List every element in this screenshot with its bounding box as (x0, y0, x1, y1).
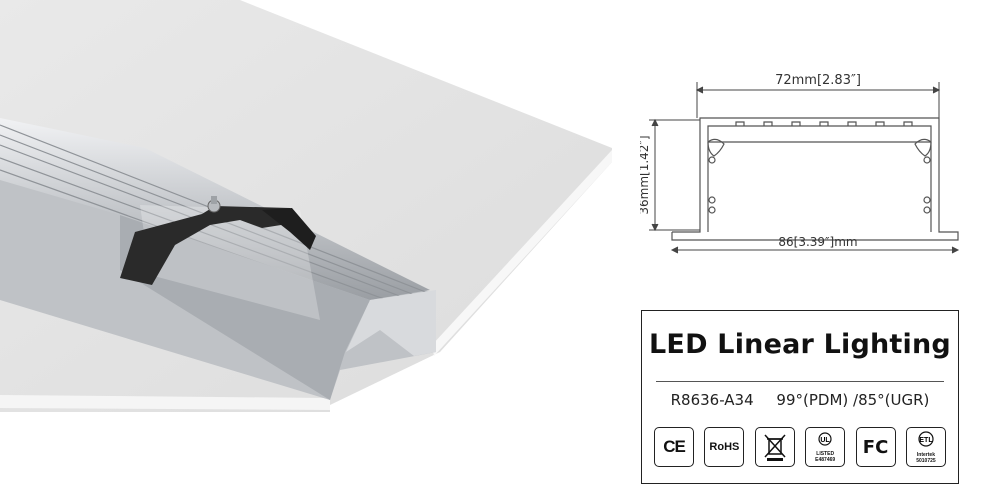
fcc-icon: FC (855, 427, 896, 467)
divider (656, 381, 944, 382)
product-render (0, 0, 612, 412)
cross-section-drawing: 72mm[2.83″] 36mm[1.42″] 86[3.39″]mm (640, 73, 960, 254)
ceiling-panel-edge (432, 150, 612, 356)
ce-mark-icon: CE (654, 427, 694, 467)
ceiling-panel-edge-front (0, 395, 330, 410)
product-specs: R8636-A34 99°(PDM) /85°(UGR) (656, 391, 944, 409)
profile-side (120, 215, 370, 400)
svg-text:ETL: ETL (919, 437, 933, 444)
profile-end-cap (346, 290, 436, 356)
product-info-box: LED Linear Lighting R8636-A34 99°(PDM) /… (641, 310, 959, 484)
model-number: R8636-A34 (670, 391, 754, 409)
width-label: 72mm[2.83″] (775, 73, 861, 88)
product-title: LED Linear Lighting (649, 329, 951, 360)
rohs-icon: RoHS (704, 427, 745, 467)
height-label: 36mm[1.42″] (640, 135, 651, 214)
base-label: 86[3.39″]mm (778, 235, 857, 249)
certification-row: CE RoHS UL LISTED E487469 FC ETL Interte… (654, 427, 946, 469)
etl-listed-icon: ETL Intertek 5010725 (905, 427, 946, 467)
ul-listed-icon: UL LISTED E487469 (805, 427, 846, 467)
beam-angles: 99°(PDM) /85°(UGR) (776, 391, 930, 409)
weee-bin-icon (754, 427, 795, 467)
mounting-bracket (120, 196, 316, 285)
profile-outline (671, 117, 959, 241)
svg-text:UL: UL (820, 437, 830, 444)
